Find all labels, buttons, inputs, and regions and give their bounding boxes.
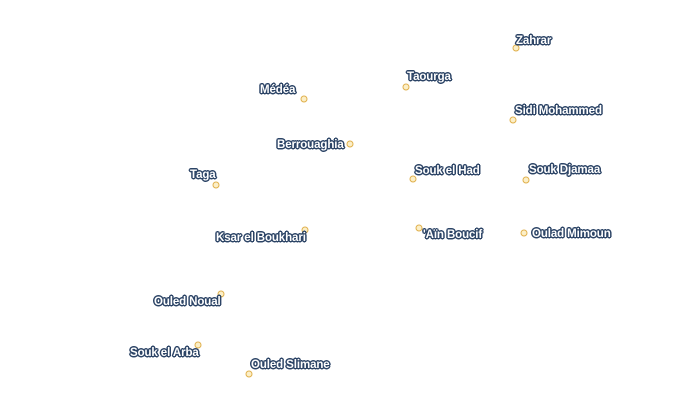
place-marker-souk-djamaa[interactable]	[522, 176, 530, 184]
place-marker-ouled-slimane[interactable]	[245, 370, 253, 378]
place-marker-ain-boucif[interactable]	[415, 224, 423, 232]
place-label-oulad-mimoun: Oulad Mimoun	[532, 228, 611, 240]
place-label-souk-el-arba: Souk el Arba	[130, 347, 199, 359]
place-marker-souk-el-arba[interactable]	[194, 341, 202, 349]
place-label-zahrar: Zahrar	[516, 35, 552, 47]
place-label-ouled-noual: Ouled Noual	[154, 296, 221, 308]
place-marker-medea[interactable]	[300, 95, 308, 103]
place-marker-berrouaghia[interactable]	[346, 140, 354, 148]
place-label-souk-el-had: Souk el Had	[415, 165, 480, 177]
place-marker-taga[interactable]	[212, 181, 220, 189]
place-label-souk-djamaa: Souk Djamaa	[529, 164, 601, 176]
place-label-ouled-slimane: Ouled Slimane	[251, 359, 330, 371]
place-marker-oulad-mimoun[interactable]	[520, 229, 528, 237]
place-marker-ksar-el-boukhari[interactable]	[301, 226, 309, 234]
place-marker-souk-el-had[interactable]	[409, 175, 417, 183]
place-label-sidi-mohammed: Sidi Mohammed	[515, 105, 602, 117]
place-marker-sidi-mohammed[interactable]	[509, 116, 517, 124]
place-label-ain-boucif: 'Aïn Boucif	[423, 229, 483, 241]
place-marker-taourga[interactable]	[402, 83, 410, 91]
place-label-medea: Médéa	[260, 84, 296, 96]
place-label-berrouaghia: Berrouaghia	[277, 139, 344, 151]
place-label-taga: Taga	[190, 169, 216, 181]
place-marker-zahrar[interactable]	[512, 44, 520, 52]
place-label-ksar-el-boukhari: Ksar el Boukhari	[216, 232, 306, 244]
place-label-taourga: Taourga	[407, 71, 451, 83]
place-marker-ouled-noual[interactable]	[217, 290, 225, 298]
